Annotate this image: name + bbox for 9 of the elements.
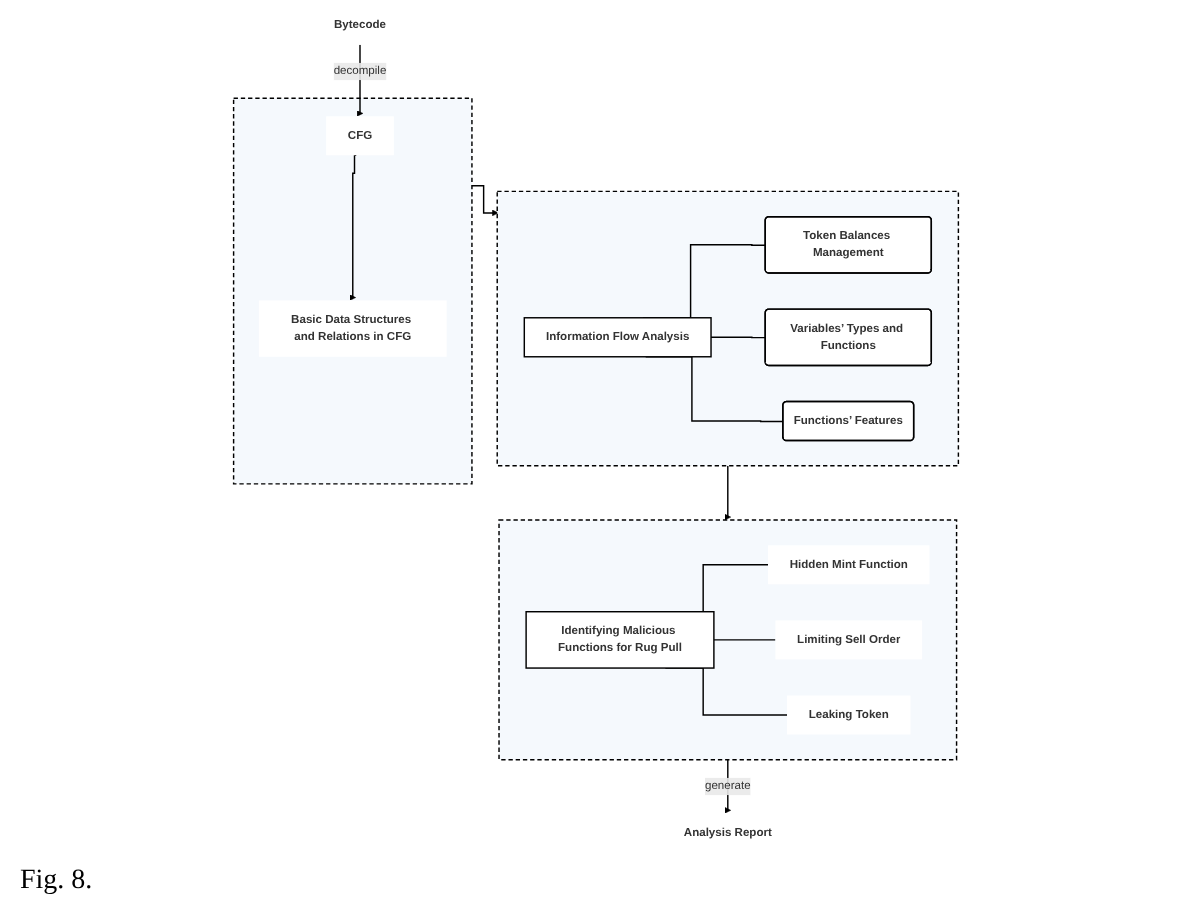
arrow	[471, 185, 499, 217]
connector	[713, 639, 777, 641]
arrow	[724, 465, 731, 521]
connector	[710, 336, 767, 339]
arrow	[349, 154, 357, 301]
cluster	[496, 190, 960, 467]
cluster	[232, 97, 473, 485]
figure-caption: Fig. 8.	[20, 866, 93, 898]
cluster	[498, 519, 958, 761]
